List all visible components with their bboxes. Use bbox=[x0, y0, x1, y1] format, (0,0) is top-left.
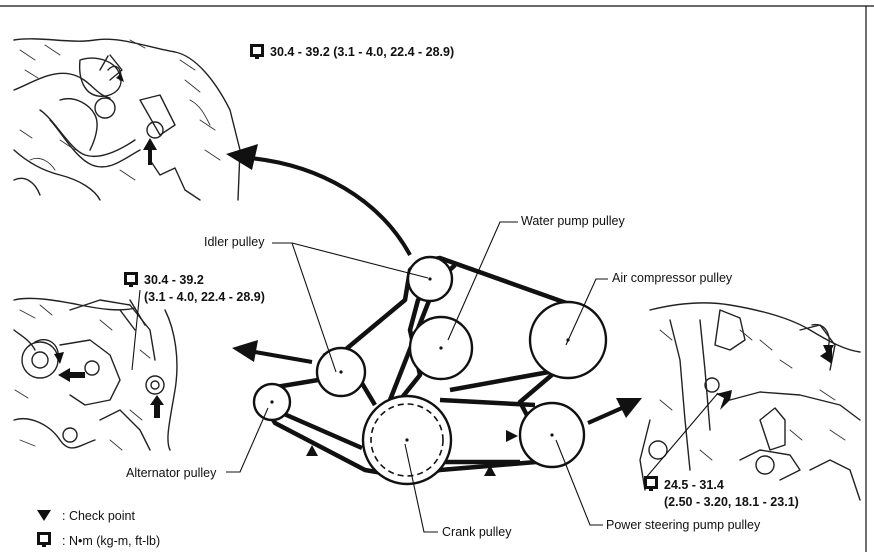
tighten-arrow-icon bbox=[58, 368, 85, 382]
torque-wrench-icon bbox=[37, 532, 51, 547]
check-point-triangle-icon bbox=[506, 430, 518, 442]
legend-torque-unit: : N•m (kg-m, ft-lb) bbox=[62, 534, 160, 548]
check-point-triangle-icon bbox=[306, 445, 318, 456]
check-point-triangle-icon bbox=[484, 465, 496, 476]
leader-left-spec bbox=[131, 289, 141, 371]
tighten-arrow-icon bbox=[716, 390, 732, 410]
legend-check-point: : Check point bbox=[62, 509, 135, 523]
tighten-arrow-icon bbox=[143, 138, 157, 165]
label-alternator-pulley: Alternator pulley bbox=[126, 466, 217, 480]
top-left-detail-sketch bbox=[13, 38, 241, 201]
legend: : Check point : N•m (kg-m, ft-lb) bbox=[37, 509, 160, 548]
label-air-compressor-pulley: Air compressor pulley bbox=[612, 271, 733, 285]
torque-spec-right-line1: 24.5 - 31.4 bbox=[664, 478, 724, 492]
right-detail-sketch bbox=[639, 302, 861, 501]
callout-arrow-left bbox=[254, 350, 313, 364]
torque-spec-left-line2: (3.1 - 4.0, 22.4 - 28.9) bbox=[144, 290, 265, 304]
leader-water-pump bbox=[447, 221, 518, 341]
torque-spec-left-line1: 30.4 - 39.2 bbox=[144, 273, 204, 287]
leader-idler-2 bbox=[291, 242, 429, 279]
torque-wrench-icon bbox=[124, 272, 138, 287]
torque-spec-top: 30.4 - 39.2 (3.1 - 4.0, 22.4 - 28.9) bbox=[270, 45, 454, 59]
arrow-icon bbox=[226, 144, 258, 170]
callout-arrow-top bbox=[249, 156, 412, 256]
torque-spec-right-line2: (2.50 - 3.20, 18.1 - 23.1) bbox=[664, 495, 799, 509]
leader-power-steering bbox=[555, 439, 603, 526]
check-point-triangle-icon bbox=[37, 510, 51, 521]
leader-right-spec bbox=[643, 392, 719, 481]
label-idler-pulley: Idler pulley bbox=[204, 235, 265, 249]
torque-wrench-icon bbox=[644, 476, 658, 491]
tighten-arrow-icon bbox=[820, 348, 832, 364]
left-detail-sketch bbox=[13, 297, 178, 451]
leader-air-compressor bbox=[565, 278, 608, 346]
label-power-steering-pump-pulley: Power steering pump pulley bbox=[606, 518, 761, 532]
label-water-pump-pulley: Water pump pulley bbox=[521, 214, 625, 228]
torque-wrench-icon bbox=[250, 44, 264, 59]
callout-arrow-right bbox=[587, 406, 623, 425]
arrow-icon bbox=[232, 340, 258, 362]
leader-alternator bbox=[226, 407, 269, 473]
tighten-arrow-icon bbox=[150, 395, 164, 418]
leader-crank bbox=[404, 443, 438, 533]
label-crank-pulley: Crank pulley bbox=[442, 525, 512, 539]
arrow-icon bbox=[616, 398, 642, 418]
